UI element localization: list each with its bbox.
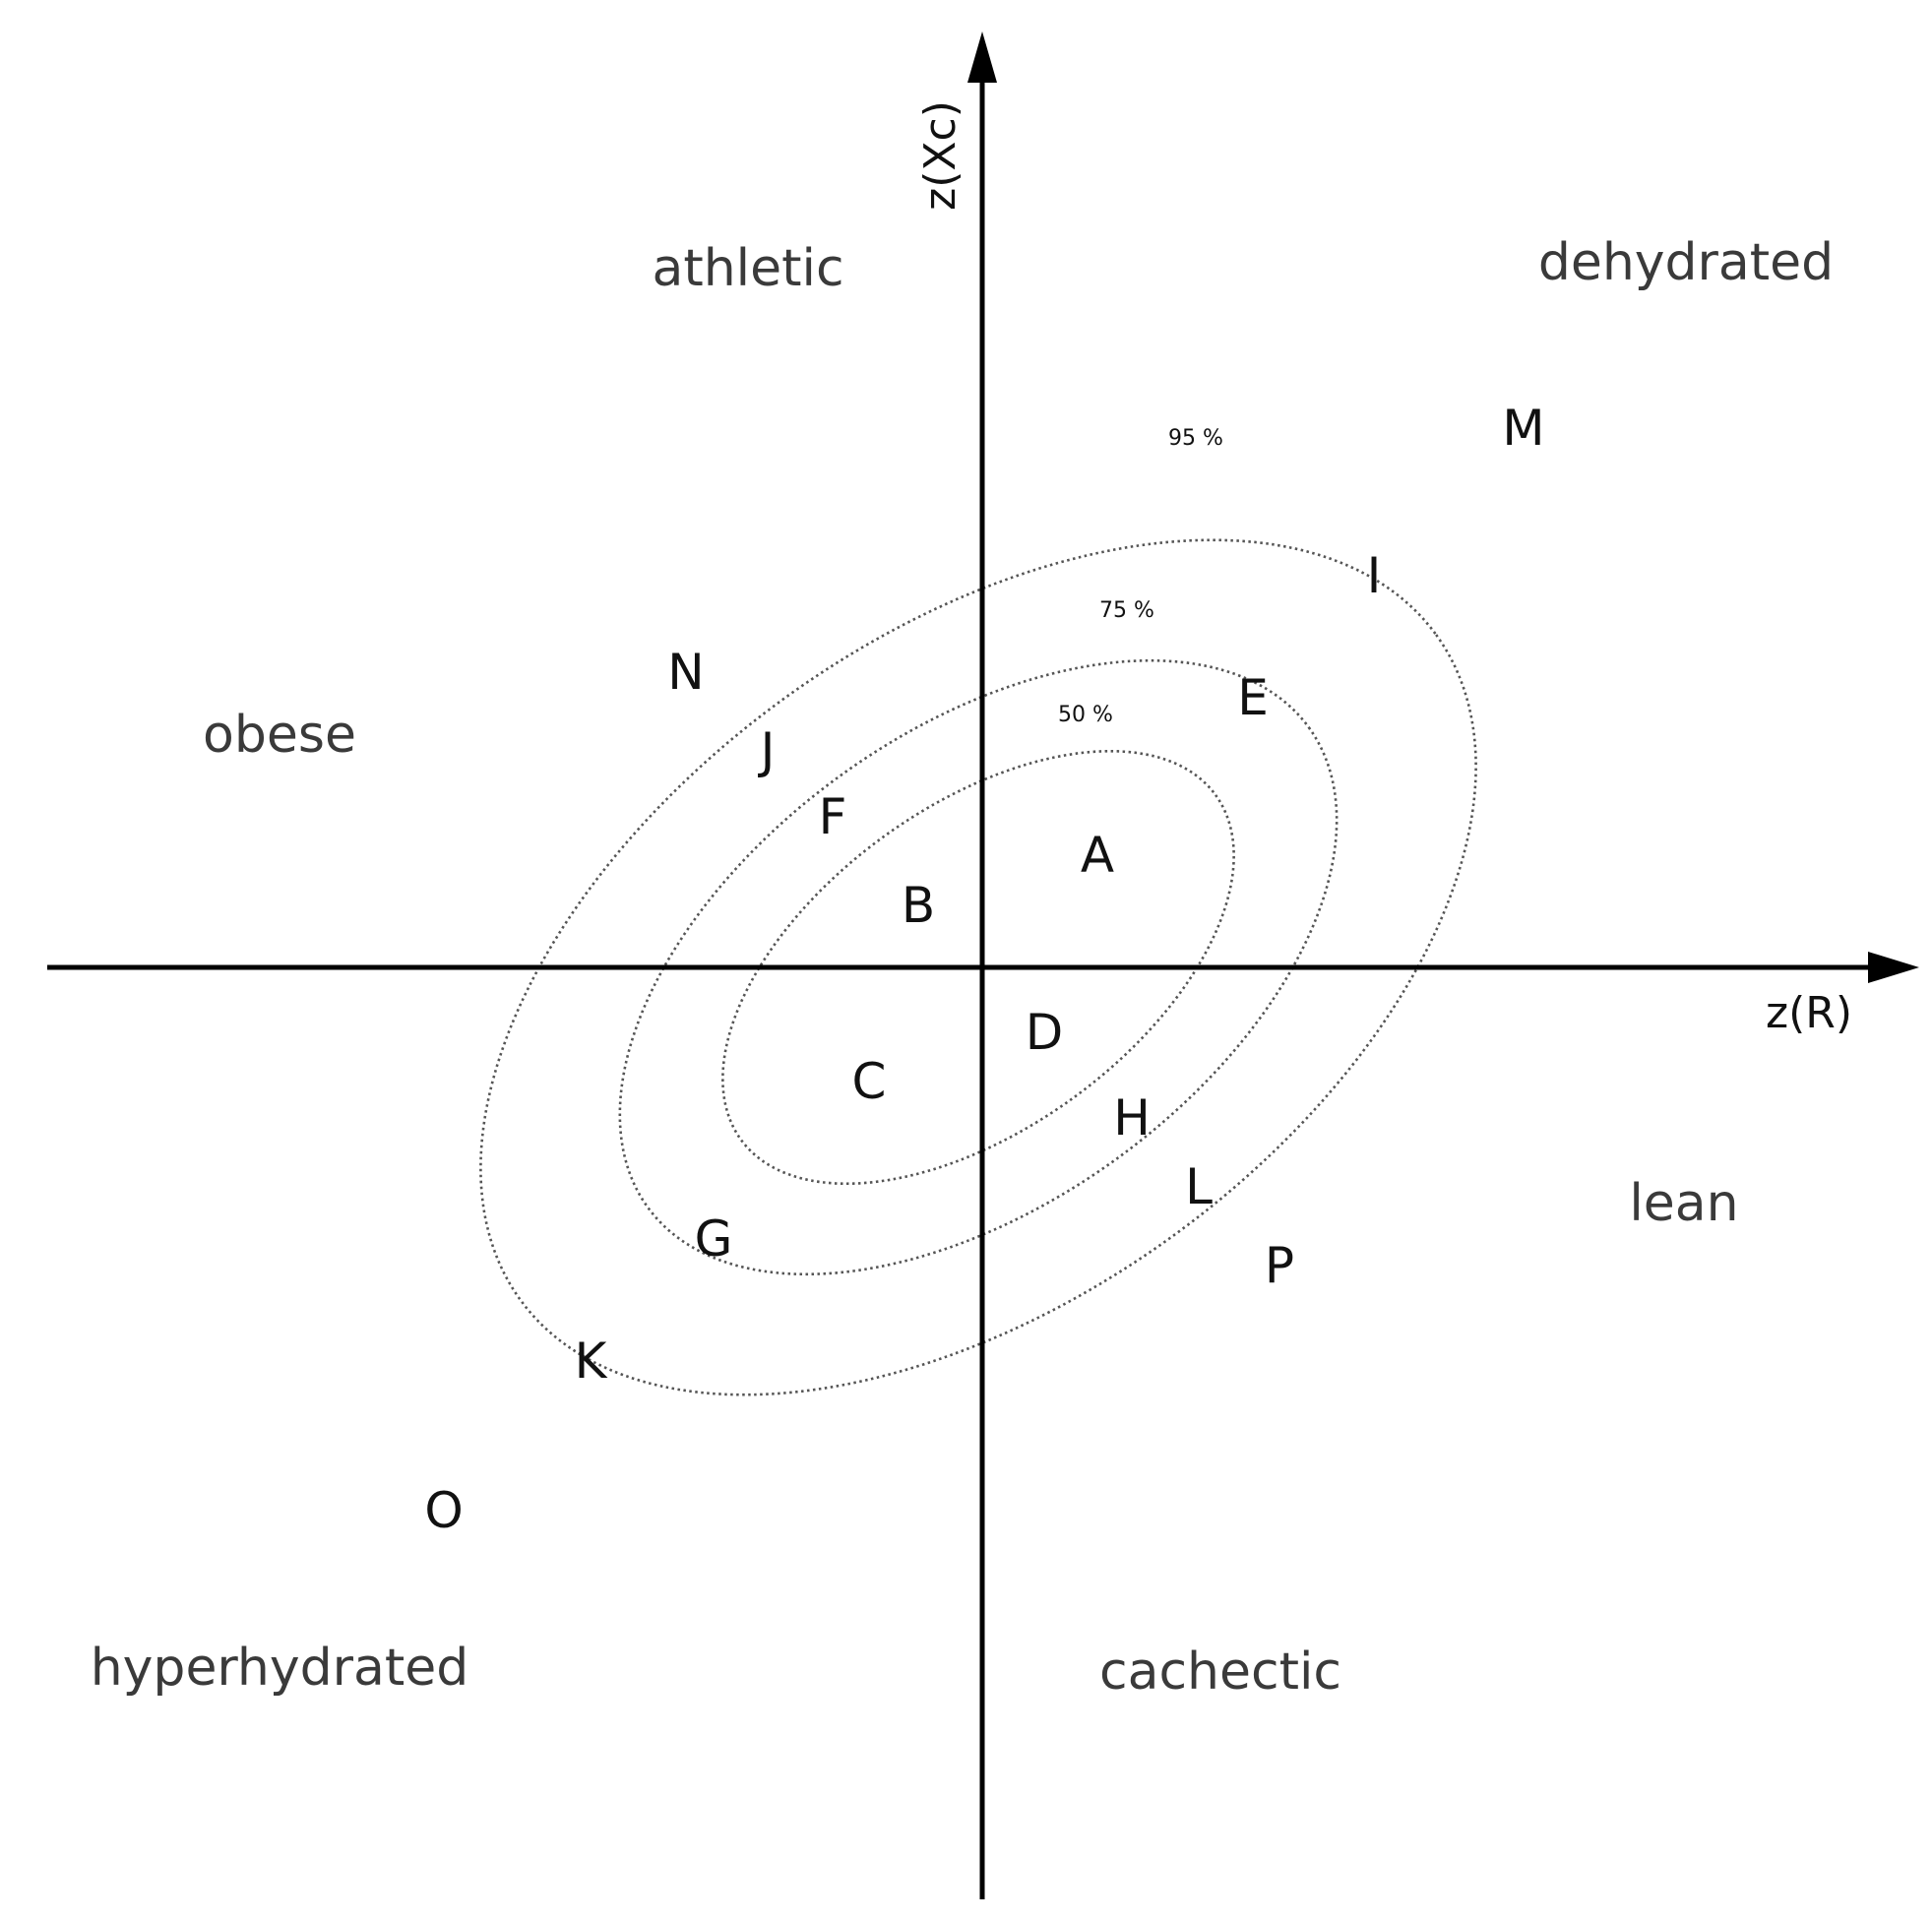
x-axis-arrow-icon	[1868, 952, 1919, 983]
point-D: D	[1026, 1004, 1064, 1061]
point-A: A	[1081, 827, 1114, 884]
point-C: C	[852, 1053, 887, 1110]
region-cachectic: cachectic	[1099, 1642, 1341, 1702]
y-axis-label: z(Xc)	[915, 100, 966, 211]
point-P: P	[1265, 1237, 1294, 1294]
axes	[47, 31, 1919, 1899]
ellipse-75	[618, 658, 1339, 1276]
x-axis-label: z(R)	[1766, 988, 1852, 1038]
region-athletic: athletic	[652, 239, 843, 298]
point-H: H	[1113, 1089, 1151, 1146]
region-lean: lean	[1629, 1174, 1738, 1233]
point-O: O	[424, 1482, 463, 1539]
region-labels: athletic dehydrated obese lean hyperhydr…	[91, 233, 1834, 1702]
point-labels: A B C D E F G H I J K L M N O P	[424, 400, 1544, 1539]
label-95-percent: 95 %	[1168, 426, 1223, 451]
point-N: N	[667, 644, 704, 701]
region-dehydrated: dehydrated	[1538, 233, 1834, 292]
label-50-percent: 50 %	[1058, 703, 1113, 727]
point-E: E	[1237, 669, 1269, 726]
point-F: F	[819, 788, 847, 845]
point-I: I	[1367, 547, 1382, 604]
point-B: B	[902, 877, 935, 934]
region-hyperhydrated: hyperhydrated	[91, 1639, 469, 1698]
region-obese: obese	[203, 706, 356, 765]
label-75-percent: 75 %	[1099, 598, 1154, 623]
point-J: J	[758, 722, 776, 779]
ellipse-95	[479, 538, 1477, 1396]
point-G: G	[695, 1210, 733, 1268]
point-L: L	[1185, 1158, 1213, 1215]
ellipse-labels: 95 % 75 % 50 %	[1049, 421, 1232, 727]
point-K: K	[575, 1332, 608, 1390]
point-M: M	[1502, 400, 1544, 457]
y-axis-arrow-icon	[967, 31, 997, 83]
